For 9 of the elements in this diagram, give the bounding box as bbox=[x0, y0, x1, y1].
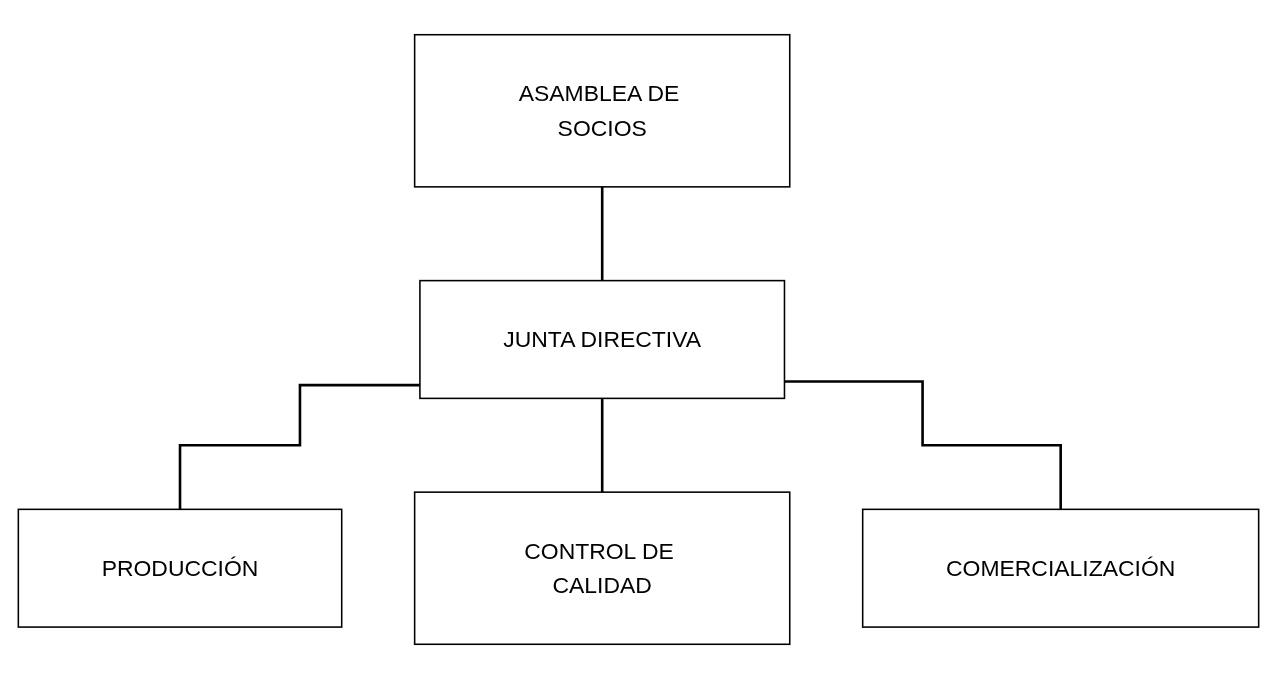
connector bbox=[178, 383, 420, 511]
node-box: COMERCIALIZACIÓN bbox=[861, 508, 1260, 628]
node-box: ASAMBLEA DE SOCIOS bbox=[413, 33, 791, 188]
node-box: PRODUCCIÓN bbox=[17, 508, 343, 628]
node-box: CONTROL DE CALIDAD bbox=[413, 491, 791, 646]
connector bbox=[600, 397, 604, 494]
connector bbox=[784, 380, 1062, 511]
node-box: JUNTA DIRECTIVA bbox=[419, 279, 786, 400]
connector bbox=[600, 185, 604, 282]
